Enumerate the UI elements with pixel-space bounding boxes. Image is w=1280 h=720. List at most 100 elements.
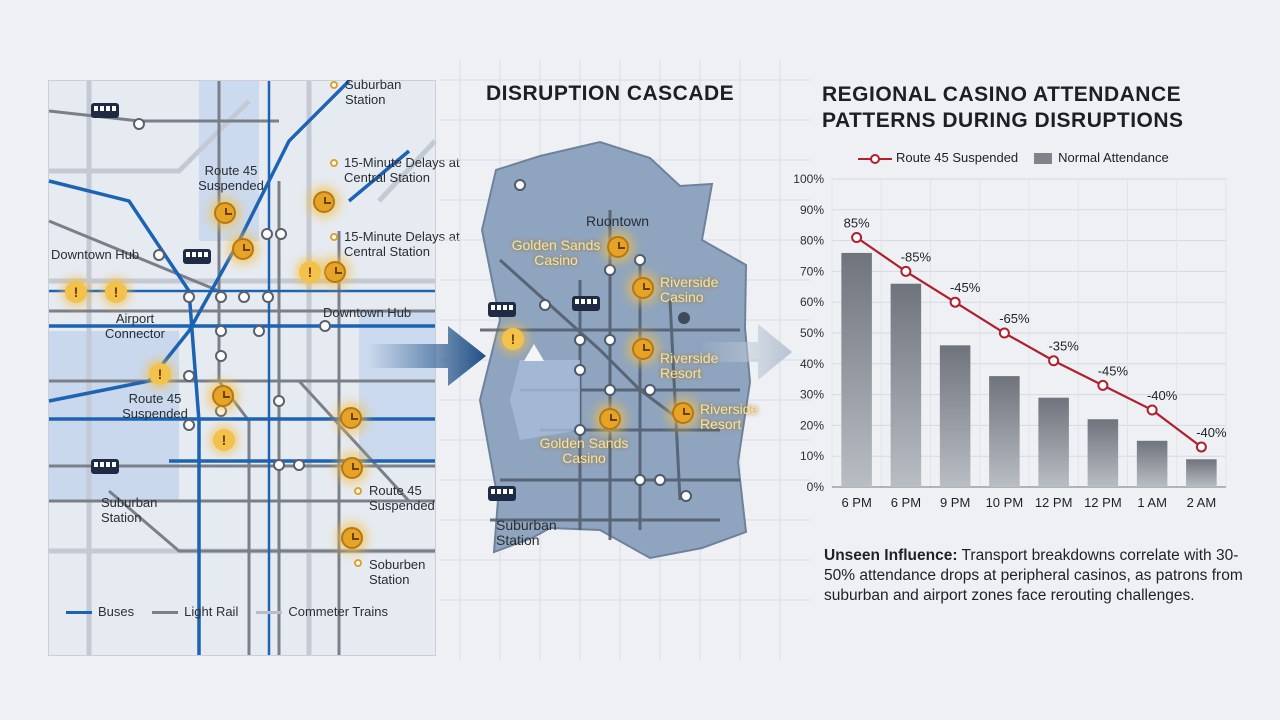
data-label: -45% xyxy=(950,280,981,295)
line-point xyxy=(1146,404,1158,416)
line-point xyxy=(1048,355,1060,367)
label-downtown-hub: Downtown Hub xyxy=(323,305,412,320)
insight-heading: Unseen Influence: xyxy=(824,547,958,564)
label-downtown-hub: Downtown Hub xyxy=(51,247,140,262)
x-tick-label: 6 PM xyxy=(841,495,871,510)
bar xyxy=(890,283,922,487)
chart-title-line1: REGIONAL CASINO ATTENDANCE xyxy=(822,83,1182,106)
line-point xyxy=(998,327,1010,339)
label-suburban-station: Suburban Station xyxy=(496,517,557,548)
map-legend: Buses Light Rail Commeter Trains xyxy=(48,596,452,626)
clock-alert-icon xyxy=(324,261,346,283)
label-route45: Route 45 Suspended xyxy=(198,163,264,193)
bus-icon xyxy=(91,103,119,118)
data-label: -40% xyxy=(1147,388,1178,403)
y-tick-label: 30% xyxy=(800,388,824,402)
casino-marker-icon xyxy=(632,338,654,360)
warning-icon: ! xyxy=(105,281,127,303)
series-line xyxy=(856,236,1203,448)
casino-marker-icon xyxy=(672,402,694,424)
clock-alert-icon xyxy=(341,457,363,479)
label-suburban-station: Suburban Station xyxy=(345,77,402,107)
legend-route45: Route 45 Suspended xyxy=(858,150,1018,165)
label-airport-connector: Airport Connector xyxy=(105,311,165,341)
insight-text: Unseen Influence: Transport breakdowns c… xyxy=(824,546,1244,606)
warning-icon: ! xyxy=(299,261,321,283)
y-tick-label: 60% xyxy=(800,295,824,309)
label-suburban-station: Suburban Station xyxy=(101,495,158,525)
x-tick-label: 10 PM xyxy=(986,495,1024,510)
y-tick-label: 40% xyxy=(800,357,824,371)
bus-icon xyxy=(488,486,516,501)
label-golden-sands-casino: Golden Sands Casino xyxy=(539,435,629,466)
legend-buses: Buses xyxy=(66,604,134,619)
y-tick-label: 100% xyxy=(793,172,824,186)
station-dot xyxy=(330,81,338,89)
alert-triangle-icon xyxy=(524,344,544,361)
chart-title-line2: PATTERNS DURING DISRUPTIONS xyxy=(822,109,1184,132)
data-label: -40% xyxy=(1196,425,1227,440)
bus-icon xyxy=(183,249,211,264)
arrow-right-icon xyxy=(368,326,486,386)
y-tick-label: 10% xyxy=(800,449,824,463)
label-delays: 15-Minute Delays at Central Station xyxy=(344,155,460,185)
label-riverside-casino: Riverside Casino xyxy=(660,274,719,305)
label-golden-sands-casino: Golden Sands Casino xyxy=(511,237,601,268)
y-tick-label: 20% xyxy=(800,418,824,432)
transit-map-lines xyxy=(48,79,437,655)
casino-marker-icon xyxy=(607,236,629,258)
transit-map: ! ! ! ! ! Suburban Station Route 45 Susp… xyxy=(48,77,460,656)
x-tick-label: 2 AM xyxy=(1187,495,1217,510)
clock-alert-icon xyxy=(214,202,236,224)
bus-icon xyxy=(488,302,516,317)
station-dot xyxy=(354,487,362,495)
insight-body: Transport breakdowns correlate with 30-5… xyxy=(824,547,1243,604)
x-tick-label: 12 PM xyxy=(1084,495,1122,510)
bar xyxy=(1038,397,1069,487)
cascade-title: DISRUPTION CASCADE xyxy=(486,82,735,105)
y-tick-label: 0% xyxy=(807,480,825,494)
chart-legend: Route 45 Suspended Normal Attendance xyxy=(858,150,1169,165)
bus-icon xyxy=(91,459,119,474)
data-label: -85% xyxy=(901,249,932,264)
casino-marker-icon xyxy=(599,408,621,430)
label-route45: Route 45 Suspended xyxy=(369,483,435,513)
casino-marker-icon xyxy=(632,277,654,299)
station-dot xyxy=(354,559,362,567)
bar xyxy=(989,376,1020,487)
warning-icon: ! xyxy=(149,363,171,385)
data-label: -45% xyxy=(1098,363,1129,378)
attendance-chart: 0%10%20%30%40%50%60%70%80%90%100% 85%-85… xyxy=(793,172,1227,510)
y-tick-label: 70% xyxy=(800,264,824,278)
y-tick-label: 90% xyxy=(800,203,824,217)
warning-icon: ! xyxy=(65,281,87,303)
line-point xyxy=(949,296,961,308)
x-tick-label: 9 PM xyxy=(940,495,970,510)
x-tick-label: 12 PM xyxy=(1035,495,1073,510)
bar xyxy=(1186,459,1217,487)
legend-line-swatch xyxy=(858,153,892,164)
warning-icon: ! xyxy=(213,429,235,451)
cascade-grid xyxy=(440,60,810,660)
data-label: 85% xyxy=(844,216,870,231)
line-point xyxy=(900,265,912,277)
legend-light-rail: Light Rail xyxy=(152,604,238,619)
bar xyxy=(1136,440,1168,487)
bar xyxy=(841,252,872,487)
region-map xyxy=(478,140,752,560)
clock-alert-icon xyxy=(232,238,254,260)
chart-title: REGIONAL CASINO ATTENDANCE PATTERNS DURI… xyxy=(822,82,1184,134)
data-label: -35% xyxy=(1048,339,1079,354)
x-tick-label: 1 AM xyxy=(1137,495,1167,510)
bus-icon xyxy=(572,296,600,311)
data-label: -65% xyxy=(999,311,1030,326)
label-soburben-station: Soburben Station xyxy=(369,557,426,587)
legend-commuter-trains: Commeter Trains xyxy=(256,604,388,619)
clock-alert-icon xyxy=(341,527,363,549)
legend-normal-attendance: Normal Attendance xyxy=(1034,150,1169,165)
y-tick-label: 80% xyxy=(800,234,824,248)
bar xyxy=(1087,419,1119,487)
label-ruontown: Ruontown xyxy=(586,213,650,229)
line-point xyxy=(1195,441,1207,453)
arrow-right-icon xyxy=(700,324,792,380)
